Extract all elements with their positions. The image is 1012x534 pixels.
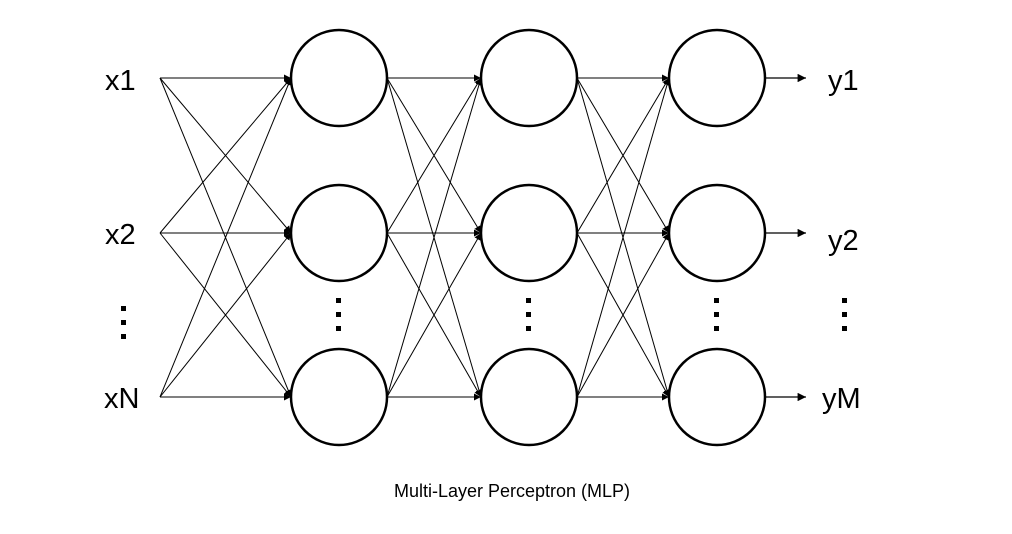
edge-h1n2-h2n1 [386,232,482,398]
edge-in2-h1n0 [159,77,292,398]
output-label-y1: y1 [828,65,859,97]
hidden1-ellipsis [336,298,341,331]
edge-h2n2-h3n0 [576,77,671,398]
input-ellipsis [121,306,126,339]
output-arrows [765,73,806,402]
neuron-nodes [289,28,767,447]
connection-edges [159,74,671,401]
edge-h2n2-h3n1 [576,232,670,398]
neuron-layer2-node3 [479,347,579,447]
input-label-x2: x2 [105,219,136,251]
output-label-yM: yM [822,383,861,415]
neuron-layer1-node2 [289,183,389,283]
neuron-layer2-node1 [479,28,579,128]
edge-in1-h1n0 [159,77,292,234]
edge-in2-h1n1 [159,232,292,398]
edge-h1n2-h2n0 [386,77,483,398]
input-label-x1: x1 [105,65,136,97]
neuron-layer3-node3 [667,347,767,447]
output-ellipsis [842,298,847,331]
neuron-layer1-node3 [289,347,389,447]
diagram-caption: Multi-Layer Perceptron (MLP) [394,481,630,501]
neuron-layer3-node1 [667,28,767,128]
neuron-layer2-node2 [479,183,579,283]
input-label-xN: xN [104,383,139,415]
hidden2-ellipsis [526,298,531,331]
output-label-y2: y2 [828,225,859,257]
edge-h1n1-h2n0 [386,77,482,234]
neuron-layer3-node2 [667,183,767,283]
edge-h2n1-h3n0 [576,77,670,234]
hidden3-ellipsis [714,298,719,331]
neuron-layer1-node1 [289,28,389,128]
